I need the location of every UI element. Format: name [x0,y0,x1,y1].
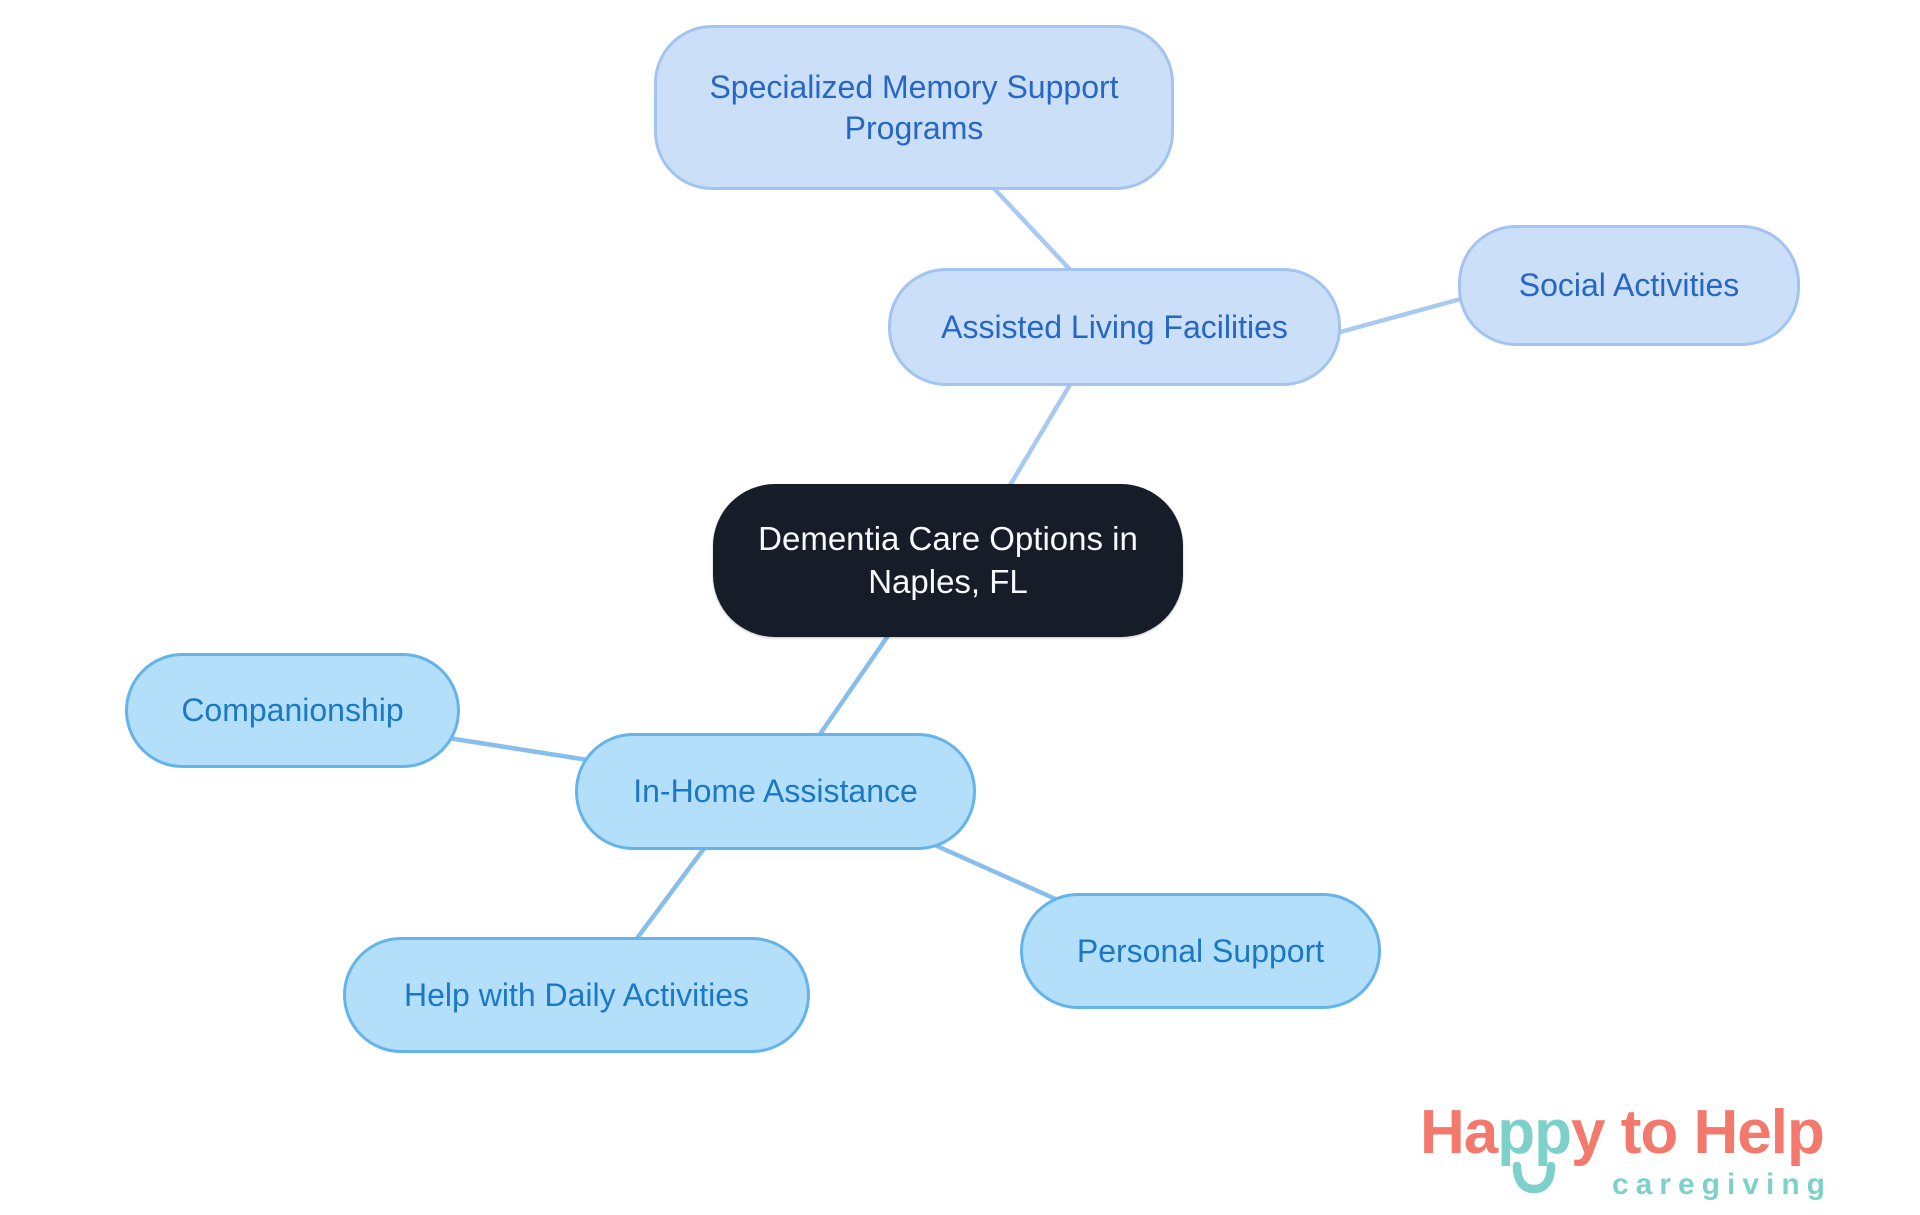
edge-inhome-to-helpdaily [630,841,710,947]
smile-arc-icon [1512,1162,1556,1194]
logo-text-y-to-help: y to Help [1571,1098,1825,1167]
node-label: Help with Daily Activities [404,976,749,1013]
logo-text-ha: Ha [1420,1098,1498,1167]
node-companionship[interactable]: Companionship [125,653,460,768]
node-root-dementia-care-options[interactable]: Dementia Care Options in Naples, FL [713,484,1183,637]
node-assisted-living-facilities[interactable]: Assisted Living Facilities [888,268,1341,386]
node-label: Personal Support [1076,932,1325,969]
node-in-home-assistance[interactable]: In-Home Assistance [575,733,976,850]
node-help-with-daily-activities[interactable]: Help with Daily Activities [343,937,810,1053]
node-social-activities[interactable]: Social Activities [1458,225,1800,346]
edge-companionship-to-inhome [447,735,589,763]
node-label: Social Activities [1518,267,1740,304]
edge-assisted-to-root [1004,376,1076,494]
node-label: Dementia Care Options in Naples, FL [758,520,1138,600]
node-label: Companionship [181,692,404,729]
node-specialized-memory-support-programs[interactable]: Specialized Memory Support Programs [654,25,1174,190]
node-personal-support[interactable]: Personal Support [1020,893,1381,1009]
edge-inhome-to-personal [927,839,1061,904]
node-label: Specialized Memory Support Programs [709,68,1119,146]
logo-tagline: caregiving [1611,1168,1832,1201]
edge-assisted-to-social [1332,294,1469,337]
node-label: In-Home Assistance [633,773,918,810]
edge-specialized-to-assisted [986,180,1077,277]
logo-text-pp: pp [1497,1102,1572,1194]
edge-root-to-inhome [814,628,894,742]
node-label: Assisted Living Facilities [941,308,1288,345]
